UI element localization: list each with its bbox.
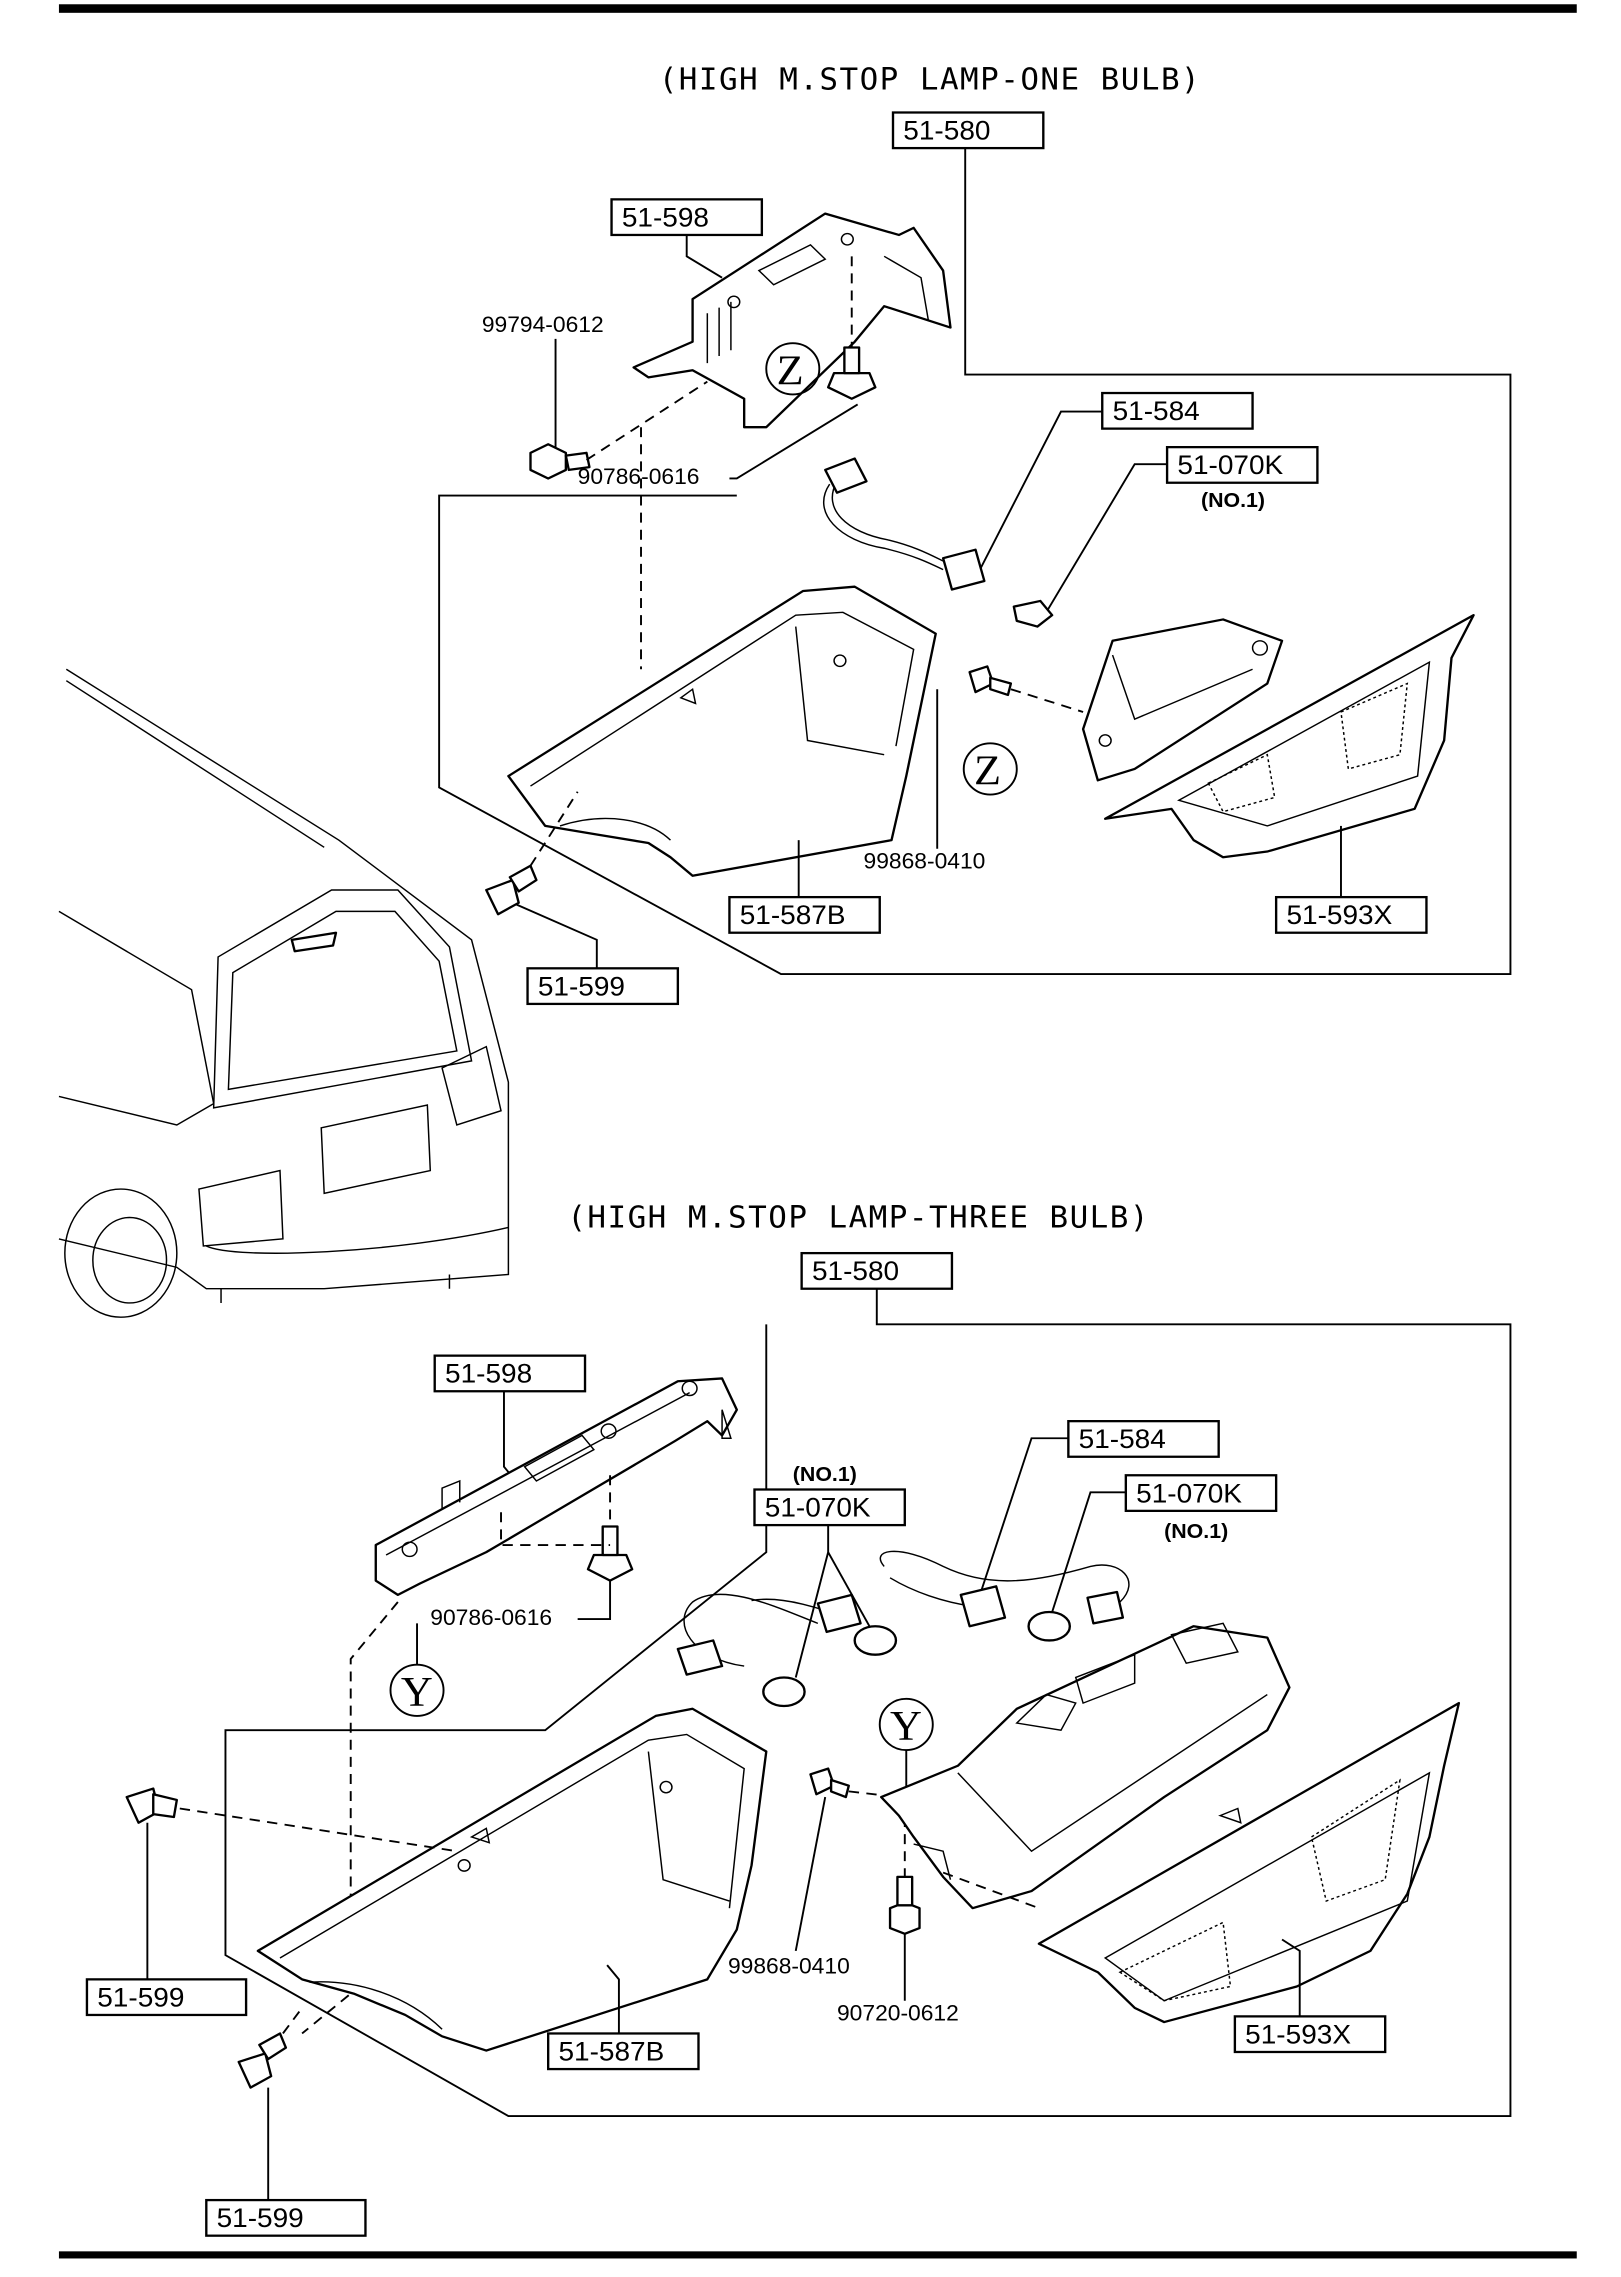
reference-mark: Z [974, 747, 1001, 794]
bulb-note: (NO.1) [793, 1463, 857, 1486]
leader-line [515, 903, 598, 969]
screw-icon [968, 665, 1013, 697]
leader-line [1051, 1491, 1126, 1613]
label-box [753, 1488, 906, 1527]
bolt-icon [529, 443, 591, 480]
bulb-icon [1012, 599, 1054, 628]
part-number-screw[interactable]: 99868-0410 [728, 1954, 850, 1979]
bolt-icon [888, 1875, 921, 1935]
part-number-bracket[interactable]: 51-598 [622, 202, 709, 232]
label-box [1124, 1474, 1278, 1513]
part-number-lens[interactable]: 51-593X [1245, 2019, 1351, 2049]
part-number-screw[interactable]: 99868-0410 [864, 849, 986, 874]
nut-icon [826, 346, 877, 400]
label-box [1067, 1420, 1220, 1458]
socket-harness-drawing [676, 1550, 1130, 1676]
assembly-path [585, 380, 708, 461]
part-number-bulb[interactable]: 51-070K [1136, 1478, 1242, 1508]
label-box [547, 2032, 700, 2071]
reference-mark-circle [765, 342, 821, 396]
section-one-title: (HIGH M.STOP LAMP-ONE BULB) [659, 63, 1201, 97]
bottom-rule [58, 2251, 1577, 2259]
clip-icon [485, 864, 538, 916]
label-box [433, 1354, 587, 1393]
label-box [526, 967, 680, 1006]
leader-line [1281, 1938, 1301, 2017]
top-rule [58, 4, 1577, 13]
part-number-bolt[interactable]: 99794-0612 [482, 312, 604, 337]
label-box [728, 895, 881, 934]
cover-drawing [256, 1707, 768, 2052]
assembly-path [1010, 688, 1084, 713]
label-box [800, 1251, 954, 1290]
screw-icon [809, 1767, 850, 1799]
reference-mark: Y [401, 1669, 433, 1716]
part-number-assembly[interactable]: 51-580 [812, 1256, 899, 1286]
assembly-outline [438, 148, 1512, 975]
label-box [1165, 445, 1319, 484]
assembly-path [529, 791, 579, 867]
leader-line [1045, 463, 1168, 613]
label-box [85, 1978, 248, 2017]
cover-drawing [507, 585, 937, 877]
leader-line [979, 1437, 1069, 1596]
leader-line [794, 1796, 827, 1952]
label-box [205, 2198, 367, 2237]
clip-icon [125, 1787, 179, 1824]
part-number-lens[interactable]: 51-593X [1286, 900, 1392, 930]
part-number-bolt[interactable]: 90720-0612 [837, 2001, 959, 2026]
part-number-clip[interactable]: 51-599 [538, 971, 625, 1001]
leader-line [503, 1391, 517, 1482]
part-number-clip[interactable]: 51-599 [97, 1982, 184, 2012]
leader-line [729, 403, 859, 480]
lens-drawing [1037, 1701, 1461, 2024]
part-number-nut[interactable]: 90786-0616 [578, 465, 700, 490]
part-number-socket[interactable]: 51-584 [1113, 396, 1200, 426]
clip-icon [237, 2032, 288, 2089]
part-number-cover[interactable]: 51-587B [558, 2036, 664, 2066]
part-number-nut[interactable]: 90786-0616 [430, 1605, 552, 1630]
assembly-outline [224, 1288, 1512, 2117]
label-box [1274, 895, 1428, 934]
assembly-path [179, 1807, 457, 1853]
label-box [1233, 2015, 1387, 2054]
leader-line [577, 1580, 612, 1621]
lamp-housing-drawing [1081, 618, 1284, 782]
vehicle-rear-drawing [58, 668, 510, 1318]
lamp-housing-drawing [880, 1622, 1291, 1910]
leader-line [979, 410, 1103, 571]
reference-mark: Y [890, 1703, 922, 1750]
reference-mark: Z [777, 347, 804, 394]
assembly-path [301, 1601, 399, 2035]
socket-harness-drawing [823, 457, 986, 591]
part-number-bulb[interactable]: 51-070K [765, 1492, 871, 1522]
part-number-bulb[interactable]: 51-070K [1177, 450, 1283, 480]
part-number-assembly[interactable]: 51-580 [903, 115, 990, 145]
section-three-title: (HIGH M.STOP LAMP-THREE BULB) [567, 1201, 1150, 1235]
leader-line [606, 1964, 620, 2034]
bulb-icon [762, 1610, 1072, 1708]
reference-mark-circle [962, 742, 1018, 796]
assembly-path [282, 2007, 303, 2035]
assembly-path [500, 1512, 611, 1546]
nut-icon [586, 1525, 634, 1582]
part-number-cover[interactable]: 51-587B [740, 900, 846, 930]
part-number-socket[interactable]: 51-584 [1079, 1424, 1166, 1454]
leader-line [685, 234, 723, 279]
leader-line [827, 1551, 871, 1627]
bracket-drawing [374, 1377, 738, 1597]
label-box [891, 111, 1045, 150]
bulb-note: (NO.1) [1164, 1520, 1228, 1543]
label-box [610, 198, 764, 237]
bulb-note: (NO.1) [1201, 489, 1265, 512]
part-number-bracket[interactable]: 51-598 [445, 1358, 532, 1388]
bracket-drawing [632, 212, 952, 429]
part-number-clip[interactable]: 51-599 [217, 2203, 304, 2233]
label-box [1101, 391, 1254, 430]
